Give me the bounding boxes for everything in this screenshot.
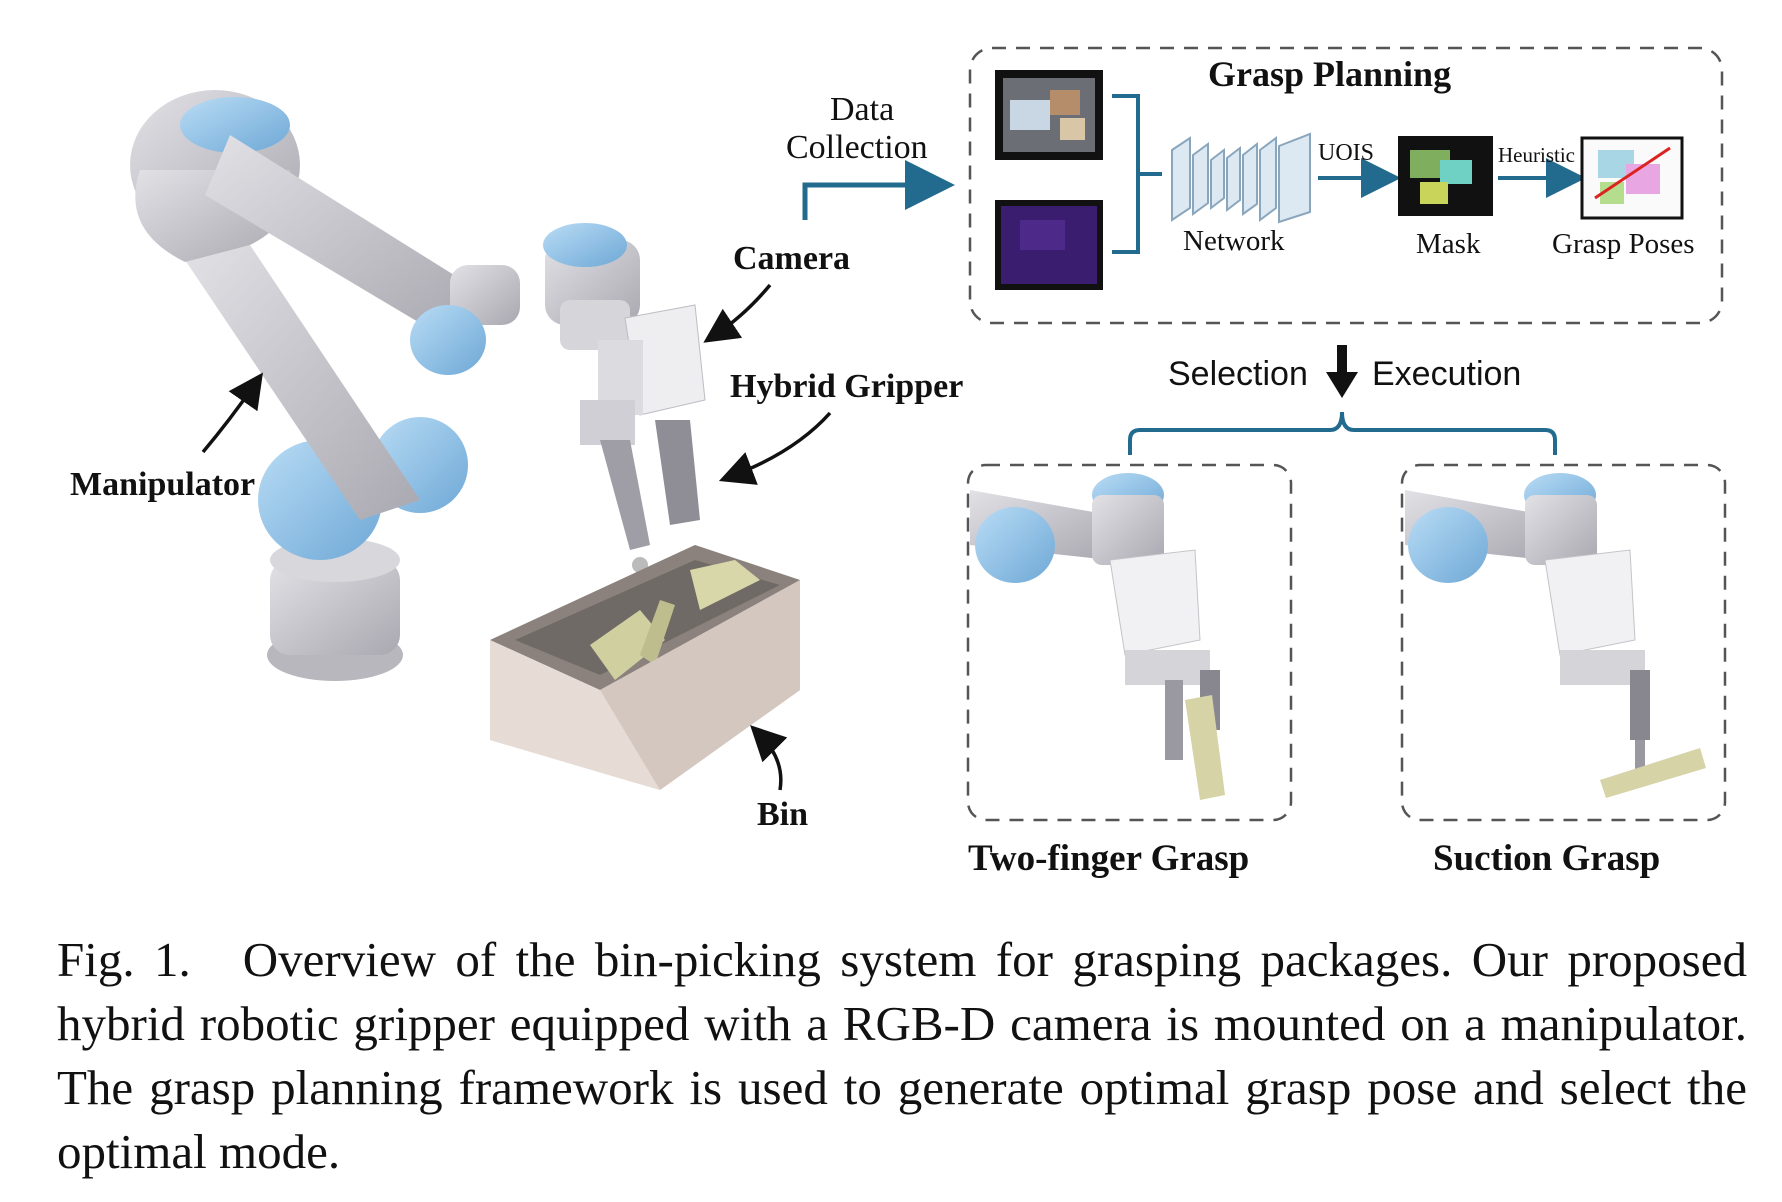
robot-forearm <box>205 135 470 335</box>
package <box>1185 695 1225 800</box>
gripper-body <box>580 400 635 445</box>
hybrid-gripper-label: Hybrid Gripper <box>730 368 964 405</box>
hybrid-gripper-pointer-arrow <box>718 411 832 485</box>
grasp-poses-label: Grasp Poses <box>1552 228 1695 260</box>
execution-label: Execution <box>1372 355 1522 393</box>
bin <box>490 545 800 790</box>
suction-grasp-label: Suction Grasp <box>1433 838 1661 879</box>
selection-label: Selection <box>1168 355 1308 393</box>
manipulator-label: Manipulator <box>70 466 256 503</box>
two-finger-grasp-panel <box>966 463 1293 822</box>
rgb-image <box>995 70 1103 160</box>
bin-label: Bin <box>757 796 809 833</box>
package <box>1600 748 1706 798</box>
camera-label: Camera <box>733 240 851 277</box>
two-finger-finger <box>655 420 700 525</box>
robot-upper-arm <box>185 245 420 520</box>
robot-wrist-cap <box>410 305 486 375</box>
package <box>640 600 675 665</box>
data-collection-label-line2: Collection <box>786 129 928 166</box>
package <box>590 610 665 680</box>
input-bracket <box>1112 94 1162 254</box>
robot-base <box>270 560 400 655</box>
depth-image <box>995 200 1103 290</box>
two-finger-robot <box>970 473 1225 800</box>
heuristic-label: Heuristic <box>1498 143 1575 167</box>
grasp-poses-image <box>1580 136 1684 220</box>
suction-grasp-panel <box>1400 463 1727 822</box>
caption-figure-number: Fig. 1. <box>57 932 191 987</box>
diagram-canvas <box>130 46 1727 822</box>
network-icon <box>1171 132 1311 224</box>
uois-label: UOIS <box>1318 140 1375 166</box>
mask-image <box>1398 136 1493 216</box>
package <box>690 560 760 610</box>
figure-caption: Fig. 1.Overview of the bin-picking syste… <box>57 928 1747 1184</box>
figure: Manipulator Camera Hybrid Gripper Bin Da… <box>70 46 1727 879</box>
down-arrow-head <box>1326 372 1358 398</box>
grasp-planning-title: Grasp Planning <box>1208 54 1452 94</box>
manipulator-pointer-arrow <box>201 372 263 454</box>
bin-pointer-arrow <box>750 725 788 791</box>
data-collection-label-line1: Data <box>830 91 895 128</box>
caption-text: Overview of the bin-picking system for g… <box>57 932 1748 1179</box>
two-finger-grasp-label: Two-finger Grasp <box>968 838 1250 879</box>
selection-brace <box>1128 411 1557 455</box>
network-label: Network <box>1183 225 1285 257</box>
suction-finger <box>600 440 650 550</box>
mask-label: Mask <box>1416 228 1481 260</box>
manipulator-robot <box>130 90 706 681</box>
camera-pointer-arrow <box>703 283 772 343</box>
suction-robot <box>1405 473 1706 798</box>
data-collection-arrow <box>802 160 955 220</box>
